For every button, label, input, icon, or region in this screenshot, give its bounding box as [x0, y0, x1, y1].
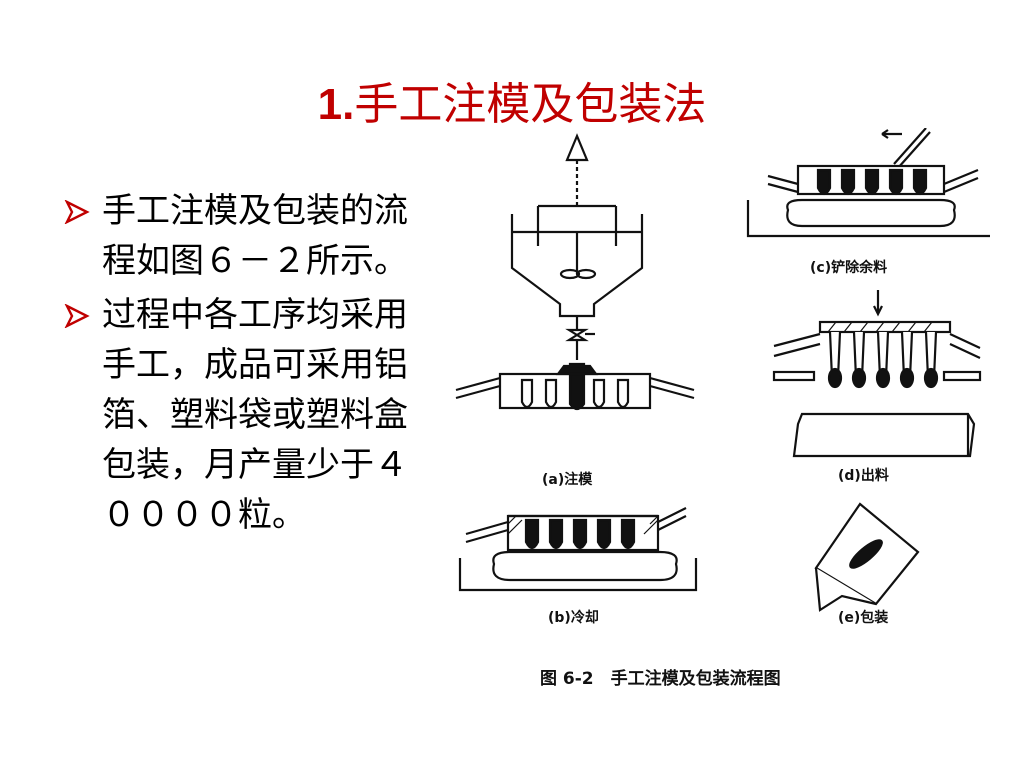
panel-c-scraping-drawing	[746, 128, 990, 238]
process-diagram: (a)注模 (b)冷却 (c)铲除余料 (d)出料 (e)包装 图 6-2 手工…	[455, 128, 990, 689]
bullet-text: 过程中各工序均采用手工，成品可采用铝箔、塑料袋或塑料盒包装，月产量少于４００００…	[102, 295, 408, 535]
panel-e-label: (e)包装	[838, 609, 889, 626]
panel-c-label: (c)铲除余料	[810, 259, 887, 276]
title-number: 1.	[317, 80, 355, 130]
panel-d-demould-drawing	[772, 290, 982, 458]
panel-b-label: (b)冷却	[548, 609, 599, 626]
arrow-bullet-icon	[64, 304, 90, 328]
bullet-item: 手工注模及包装的流程如图６－２所示。	[62, 186, 432, 286]
page-title: 1.手工注模及包装法	[0, 77, 1024, 133]
arrow-bullet-icon	[64, 200, 90, 224]
figure-caption: 图 6-2 手工注模及包装流程图	[540, 668, 781, 689]
title-text: 手工注模及包装法	[354, 79, 707, 131]
bullet-list: 手工注模及包装的流程如图６－２所示。 过程中各工序均采用手工，成品可采用铝箔、塑…	[62, 186, 432, 544]
panel-a-injection-drawing	[455, 133, 695, 411]
panel-d-label: (d)出料	[838, 467, 889, 484]
panel-e-packaging-drawing	[814, 502, 920, 612]
panel-b-cooling-drawing	[458, 507, 698, 592]
bullet-item: 过程中各工序均采用手工，成品可采用铝箔、塑料袋或塑料盒包装，月产量少于４００００…	[62, 290, 432, 540]
panel-a-label: (a)注模	[542, 471, 593, 488]
bullet-text: 手工注模及包装的流程如图６－２所示。	[102, 191, 408, 281]
process-figure: (a)注模 (b)冷却 (c)铲除余料 (d)出料 (e)包装 图 6-2 手工…	[450, 128, 990, 748]
